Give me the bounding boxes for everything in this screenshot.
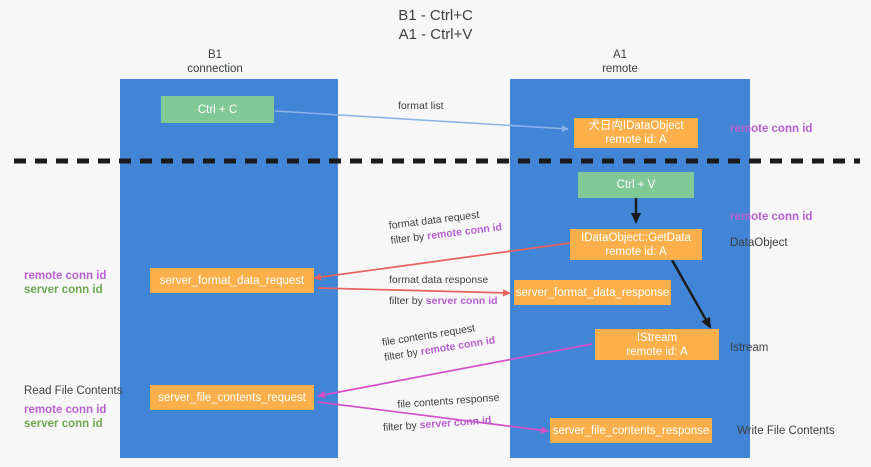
annotation-remote-conn-id-left-1: remote conn id <box>24 270 107 282</box>
box-ctrl-v-label: Ctrl + V <box>616 179 656 191</box>
annotation-remote-conn-id-right: remote conn id <box>730 211 813 223</box>
edge-label-file-contents-response-filter-prefix: filter by <box>382 419 421 434</box>
column-header-a1-name: A1 <box>612 49 628 61</box>
edge-label-file-contents-response-text: file contents response <box>397 391 500 411</box>
box-server-format-data-response-label: server_format_data_response <box>515 286 670 299</box>
annotation-read-file-contents: Read File Contents <box>24 385 123 397</box>
box-ctrl-c-label: Ctrl + C <box>197 103 238 116</box>
page-title-line-2: A1 - Ctrl+V <box>398 26 473 43</box>
annotation-write-file-contents: Write File Contents <box>737 425 835 437</box>
column-header-b1-role: connection <box>187 63 243 75</box>
edge-label-format-data-response-text: format data response <box>389 274 489 286</box>
edge-label-format-list: format list <box>398 99 444 114</box>
box-idataobject[interactable]: ⽝⽇⽱IDataObject remote id: A <box>574 118 698 148</box>
column-header-b1-name: B1 <box>207 49 223 61</box>
box-istream-line-1: IStream <box>636 331 678 344</box>
box-getdata-line-2: remote id: A <box>605 245 667 258</box>
annotation-server-conn-id-left-1: server conn id <box>24 284 103 296</box>
edge-label-file-contents-request: file contents request filter by remote c… <box>381 318 496 365</box>
box-server-file-contents-request[interactable]: server_file_contents_request <box>150 385 314 410</box>
annotation-remote-conn-id-left-2: remote conn id <box>24 404 107 416</box>
box-server-file-contents-request-label: server_file_contents_request <box>158 391 306 404</box>
edge-label-format-list-text: format list <box>398 100 444 112</box>
edge-label-file-contents-response-filter: filter by server conn id <box>383 413 502 436</box>
edge-label-file-contents-response: file contents response filter by server … <box>381 391 501 436</box>
box-ctrl-v[interactable]: Ctrl + V <box>578 172 694 198</box>
box-idataobject-line-1: ⽝⽇⽱IDataObject <box>588 120 684 132</box>
edge-label-file-contents-response-filter-key: server conn id <box>419 414 492 432</box>
page-title: B1 - Ctrl+C A1 - Ctrl+V <box>0 6 871 44</box>
box-server-format-data-request-label: server_format_data_request <box>159 274 305 287</box>
annotation-remote-conn-id-top-right: remote conn id <box>730 123 813 135</box>
column-header-a1: A1 remote <box>555 48 685 76</box>
box-idataobject-line-2: remote id: A <box>605 134 667 146</box>
edge-label-format-data-response: format data response filter by server co… <box>389 273 498 309</box>
box-server-format-data-request[interactable]: server_format_data_request <box>150 268 314 293</box>
annotation-server-conn-id-left-2: server conn id <box>24 418 103 430</box>
box-server-format-data-response[interactable]: server_format_data_response <box>514 280 671 305</box>
box-idataobject-getdata[interactable]: IDataObject::GetData remote id: A <box>570 229 702 260</box>
annotation-dataobject: DataObject <box>730 237 788 249</box>
box-getdata-line-1: IDataObject::GetData <box>581 231 691 244</box>
edge-label-format-data-response-filter-prefix: filter by <box>389 295 426 307</box>
box-istream-line-2: remote id: A <box>626 345 688 358</box>
box-server-file-contents-response-label: server_file_contents_response <box>552 424 710 437</box>
edge-label-format-data-response-filter: filter by server conn id <box>389 294 498 309</box>
column-header-a1-role: remote <box>602 63 638 75</box>
box-istream[interactable]: IStream remote id: A <box>595 329 719 360</box>
box-ctrl-c[interactable]: Ctrl + C <box>161 96 274 123</box>
edge-label-format-data-request-filter-prefix: filter by <box>389 230 428 247</box>
page-title-line-1: B1 - Ctrl+C <box>398 7 473 24</box>
annotation-istream: Istream <box>730 342 769 354</box>
column-header-b1: B1 connection <box>150 48 280 76</box>
box-server-file-contents-response[interactable]: server_file_contents_response <box>550 418 712 443</box>
edge-label-format-data-response-filter-key: server conn id <box>425 295 498 307</box>
edge-label-format-data-request: format data request filter by remote con… <box>388 205 503 248</box>
